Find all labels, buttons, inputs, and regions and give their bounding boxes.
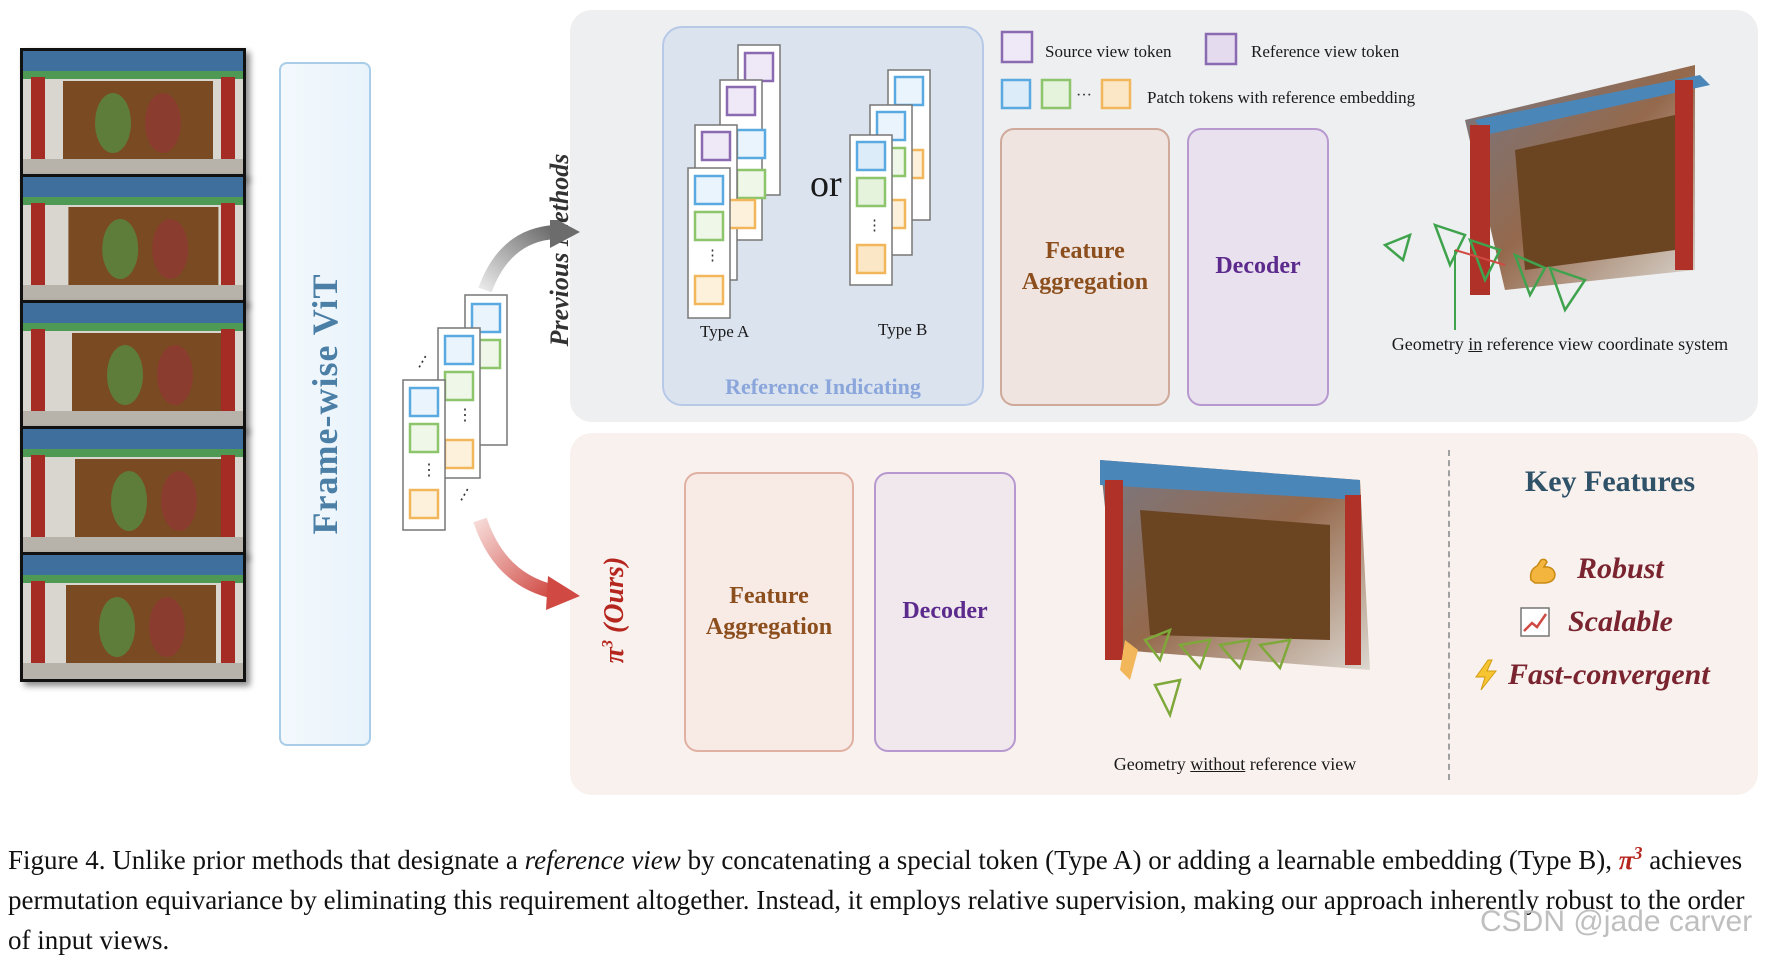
ours-pi: π: [599, 647, 630, 664]
type-b-label: Type B: [878, 320, 928, 339]
legend-reference-view-token: Reference view token: [1251, 42, 1400, 61]
svg-text:⋮: ⋮: [411, 351, 433, 374]
legend-swatches: ···: [1000, 30, 1132, 110]
flexed-biceps-icon: [1529, 558, 1556, 584]
bottom-geometry-caption-post: reference view: [1245, 754, 1357, 774]
svg-text:⋮: ⋮: [421, 462, 437, 479]
caption-prefix: Figure 4. Unlike prior methods that desi…: [8, 845, 525, 875]
bottom-decoder: Decoder: [874, 472, 1016, 752]
bottom-geometry-caption-pre: Geometry: [1113, 754, 1191, 774]
bottom-geometry-caption: Geometry without reference view: [1060, 754, 1410, 775]
top-feature-aggregation-label: Feature Aggregation: [1021, 237, 1149, 295]
bottom-decoder-label: Decoder: [902, 598, 988, 625]
legend-source-view-token: Source view token: [1045, 42, 1172, 61]
arrow-head-red: [546, 576, 580, 610]
bottom-reconstruction-image: [1100, 460, 1370, 719]
svg-text:⋮: ⋮: [457, 407, 473, 424]
type-a-b-token-diagrams: ⋮ ⋮: [687, 44, 931, 319]
caption-part2: by concatenating a special token (Type A…: [680, 845, 1619, 875]
lightning-icon: [1475, 659, 1498, 691]
top-reconstruction-image: [1382, 65, 1710, 330]
arrow-head-gray: [550, 220, 580, 248]
middle-token-stack: [473, 220, 580, 610]
caption-part3: achieves permutation equivariance by eli…: [8, 845, 1745, 955]
legend-patch-tokens: Patch tokens with reference embedding: [1147, 88, 1416, 107]
input-photo-1: [20, 48, 246, 178]
arrow-to-previous: [478, 225, 556, 293]
type-a-stack: ⋮: [687, 44, 781, 319]
top-geometry-caption-pre: Geometry: [1391, 334, 1469, 354]
or-label: or: [810, 163, 842, 205]
key-feature-robust-label: Robust: [1577, 552, 1664, 585]
arrow-to-ours: [473, 517, 557, 599]
top-geometry-caption: Geometry in reference view coordinate sy…: [1375, 334, 1745, 355]
reference-indicating-label: Reference Indicating: [725, 374, 921, 399]
svg-text:⋮: ⋮: [453, 484, 475, 507]
caption-pi: π: [1618, 845, 1634, 875]
middle-token-cards: ⋮ ⋮ ⋮ ⋮: [402, 294, 508, 531]
input-photo-4: [20, 426, 246, 556]
reference-token-swatch: [1204, 32, 1238, 66]
ours-pi-sup: 3: [599, 639, 617, 648]
svg-text:⋮: ⋮: [705, 248, 720, 264]
input-photo-5: [20, 552, 246, 682]
figure-caption: Figure 4. Unlike prior methods that desi…: [8, 833, 1772, 960]
top-decoder-label: Decoder: [1215, 253, 1301, 280]
frame-wise-vit-label: Frame-wise ViT: [305, 273, 345, 535]
watermark: CSDN @jade carver: [1480, 905, 1753, 938]
top-decoder: Decoder: [1187, 128, 1329, 406]
bottom-geometry-caption-underlined: without: [1190, 754, 1246, 774]
top-geometry-caption-underlined: in: [1468, 334, 1483, 354]
caption-italic: reference view: [524, 845, 681, 875]
key-feature-scalable-label: Scalable: [1568, 605, 1673, 638]
type-b-stack: ⋮: [849, 69, 931, 286]
input-photo-2: [20, 174, 246, 304]
key-feature-fast-convergent-label: Fast-convergent: [1508, 658, 1710, 691]
svg-text:⋮: ⋮: [867, 218, 882, 234]
input-photo-3: [20, 300, 246, 430]
bottom-feature-aggregation-label: Feature Aggregation: [705, 582, 833, 640]
top-feature-aggregation: Feature Aggregation: [1000, 128, 1170, 406]
key-features-title: Key Features: [1524, 465, 1696, 498]
key-features-divider: [1448, 450, 1450, 780]
chart-increasing-icon: [1520, 607, 1550, 637]
top-geometry-caption-post: reference view coordinate system: [1482, 334, 1729, 354]
caption-pi-sup: 3: [1633, 843, 1643, 863]
frame-wise-vit-block: Frame-wise ViT: [279, 62, 371, 746]
bottom-feature-aggregation: Feature Aggregation: [684, 472, 854, 752]
type-a-label: Type A: [700, 322, 750, 341]
svg-text:···: ···: [1076, 87, 1092, 104]
